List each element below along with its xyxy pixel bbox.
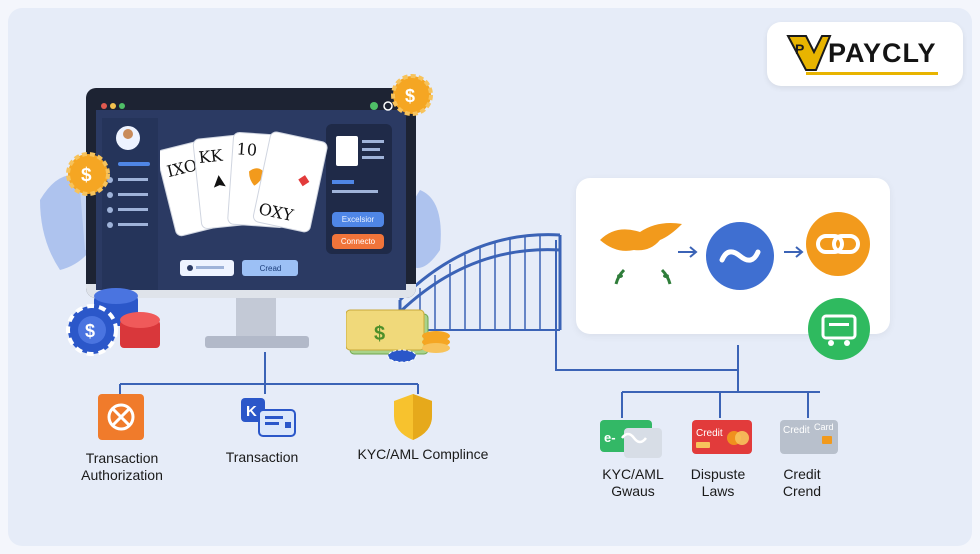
ecard-text: e- xyxy=(604,430,616,445)
shield-icon xyxy=(394,394,432,440)
monitor-neck xyxy=(236,298,276,338)
label-line: KYC/AML Complince xyxy=(357,446,489,462)
e-wallet-card-icon: e- xyxy=(600,420,662,458)
dollar-coin-left-icon: $ xyxy=(66,152,110,196)
payment-network-icon xyxy=(706,222,774,290)
kyc-aml-gwaus-label: KYC/AML Gwaus xyxy=(582,466,684,500)
label-line: KYC/AML xyxy=(602,466,664,482)
brand-underline xyxy=(806,72,938,75)
coin-symbol: $ xyxy=(405,86,415,106)
credit-card-text: Credit xyxy=(696,428,723,439)
credit-card-text-right: Card xyxy=(814,422,834,432)
brand-name: PAYCLY xyxy=(828,38,937,68)
payment-terminal-icon xyxy=(808,298,870,360)
label-line: Authorization xyxy=(81,467,163,483)
arrow-right-icon xyxy=(784,246,804,258)
label-line: Dispuste xyxy=(690,466,746,482)
label-line: Transaction xyxy=(85,450,159,466)
left-connectors xyxy=(119,352,419,394)
dispuste-laws-label: Dispuste Laws xyxy=(674,466,762,500)
right-connectors xyxy=(555,240,820,418)
label-line: Crend xyxy=(782,483,822,499)
coin-symbol: $ xyxy=(81,165,92,186)
dollar-coin-top-icon: $ xyxy=(391,74,433,116)
credit-crend-label: Credit Crend xyxy=(762,466,842,500)
credit-card-grey-icon: Credit Card xyxy=(780,420,838,454)
screen-side-secondary-button[interactable]: Connecto xyxy=(332,234,384,249)
brand-monogram-letter: P xyxy=(795,41,804,57)
transaction-authorization-icon xyxy=(98,394,144,440)
credit-card-red-icon: Credit xyxy=(692,420,752,454)
playing-cards-icon: IXO KK 10 OXY xyxy=(160,131,328,237)
bridge-cables xyxy=(419,236,541,330)
casino-chips-icon: $ xyxy=(66,288,160,356)
kyc-aml-complince-label: KYC/AML Complince xyxy=(350,446,496,463)
brand-monogram-icon: P xyxy=(786,35,832,71)
label-line: Credit xyxy=(783,466,821,482)
cyprus-map-icon xyxy=(600,223,682,285)
transaction-label: Transaction xyxy=(212,449,312,466)
link-chain-icon xyxy=(806,212,870,276)
screen-side-primary-button[interactable]: Excelsior xyxy=(332,212,384,227)
arrow-right-icon xyxy=(678,246,698,258)
transaction-card-icon: K xyxy=(241,398,296,437)
screen-bottom-button[interactable]: Cread xyxy=(243,261,298,276)
label-line: Transaction xyxy=(225,449,299,465)
credit-card-text-left: Credit xyxy=(783,425,810,436)
chip-symbol: $ xyxy=(85,321,95,341)
card-2-label: KK xyxy=(198,146,225,168)
svg-text:K: K xyxy=(246,403,257,420)
card-3-label: 10 xyxy=(236,139,258,159)
label-line: Gwaus xyxy=(611,483,655,499)
transaction-authorization-label: Transaction Authorization xyxy=(64,450,180,484)
label-line: Laws xyxy=(701,483,735,499)
monitor-base xyxy=(205,336,309,348)
cash-symbol: $ xyxy=(374,323,385,345)
cash-bundle-icon: $ xyxy=(346,309,450,363)
